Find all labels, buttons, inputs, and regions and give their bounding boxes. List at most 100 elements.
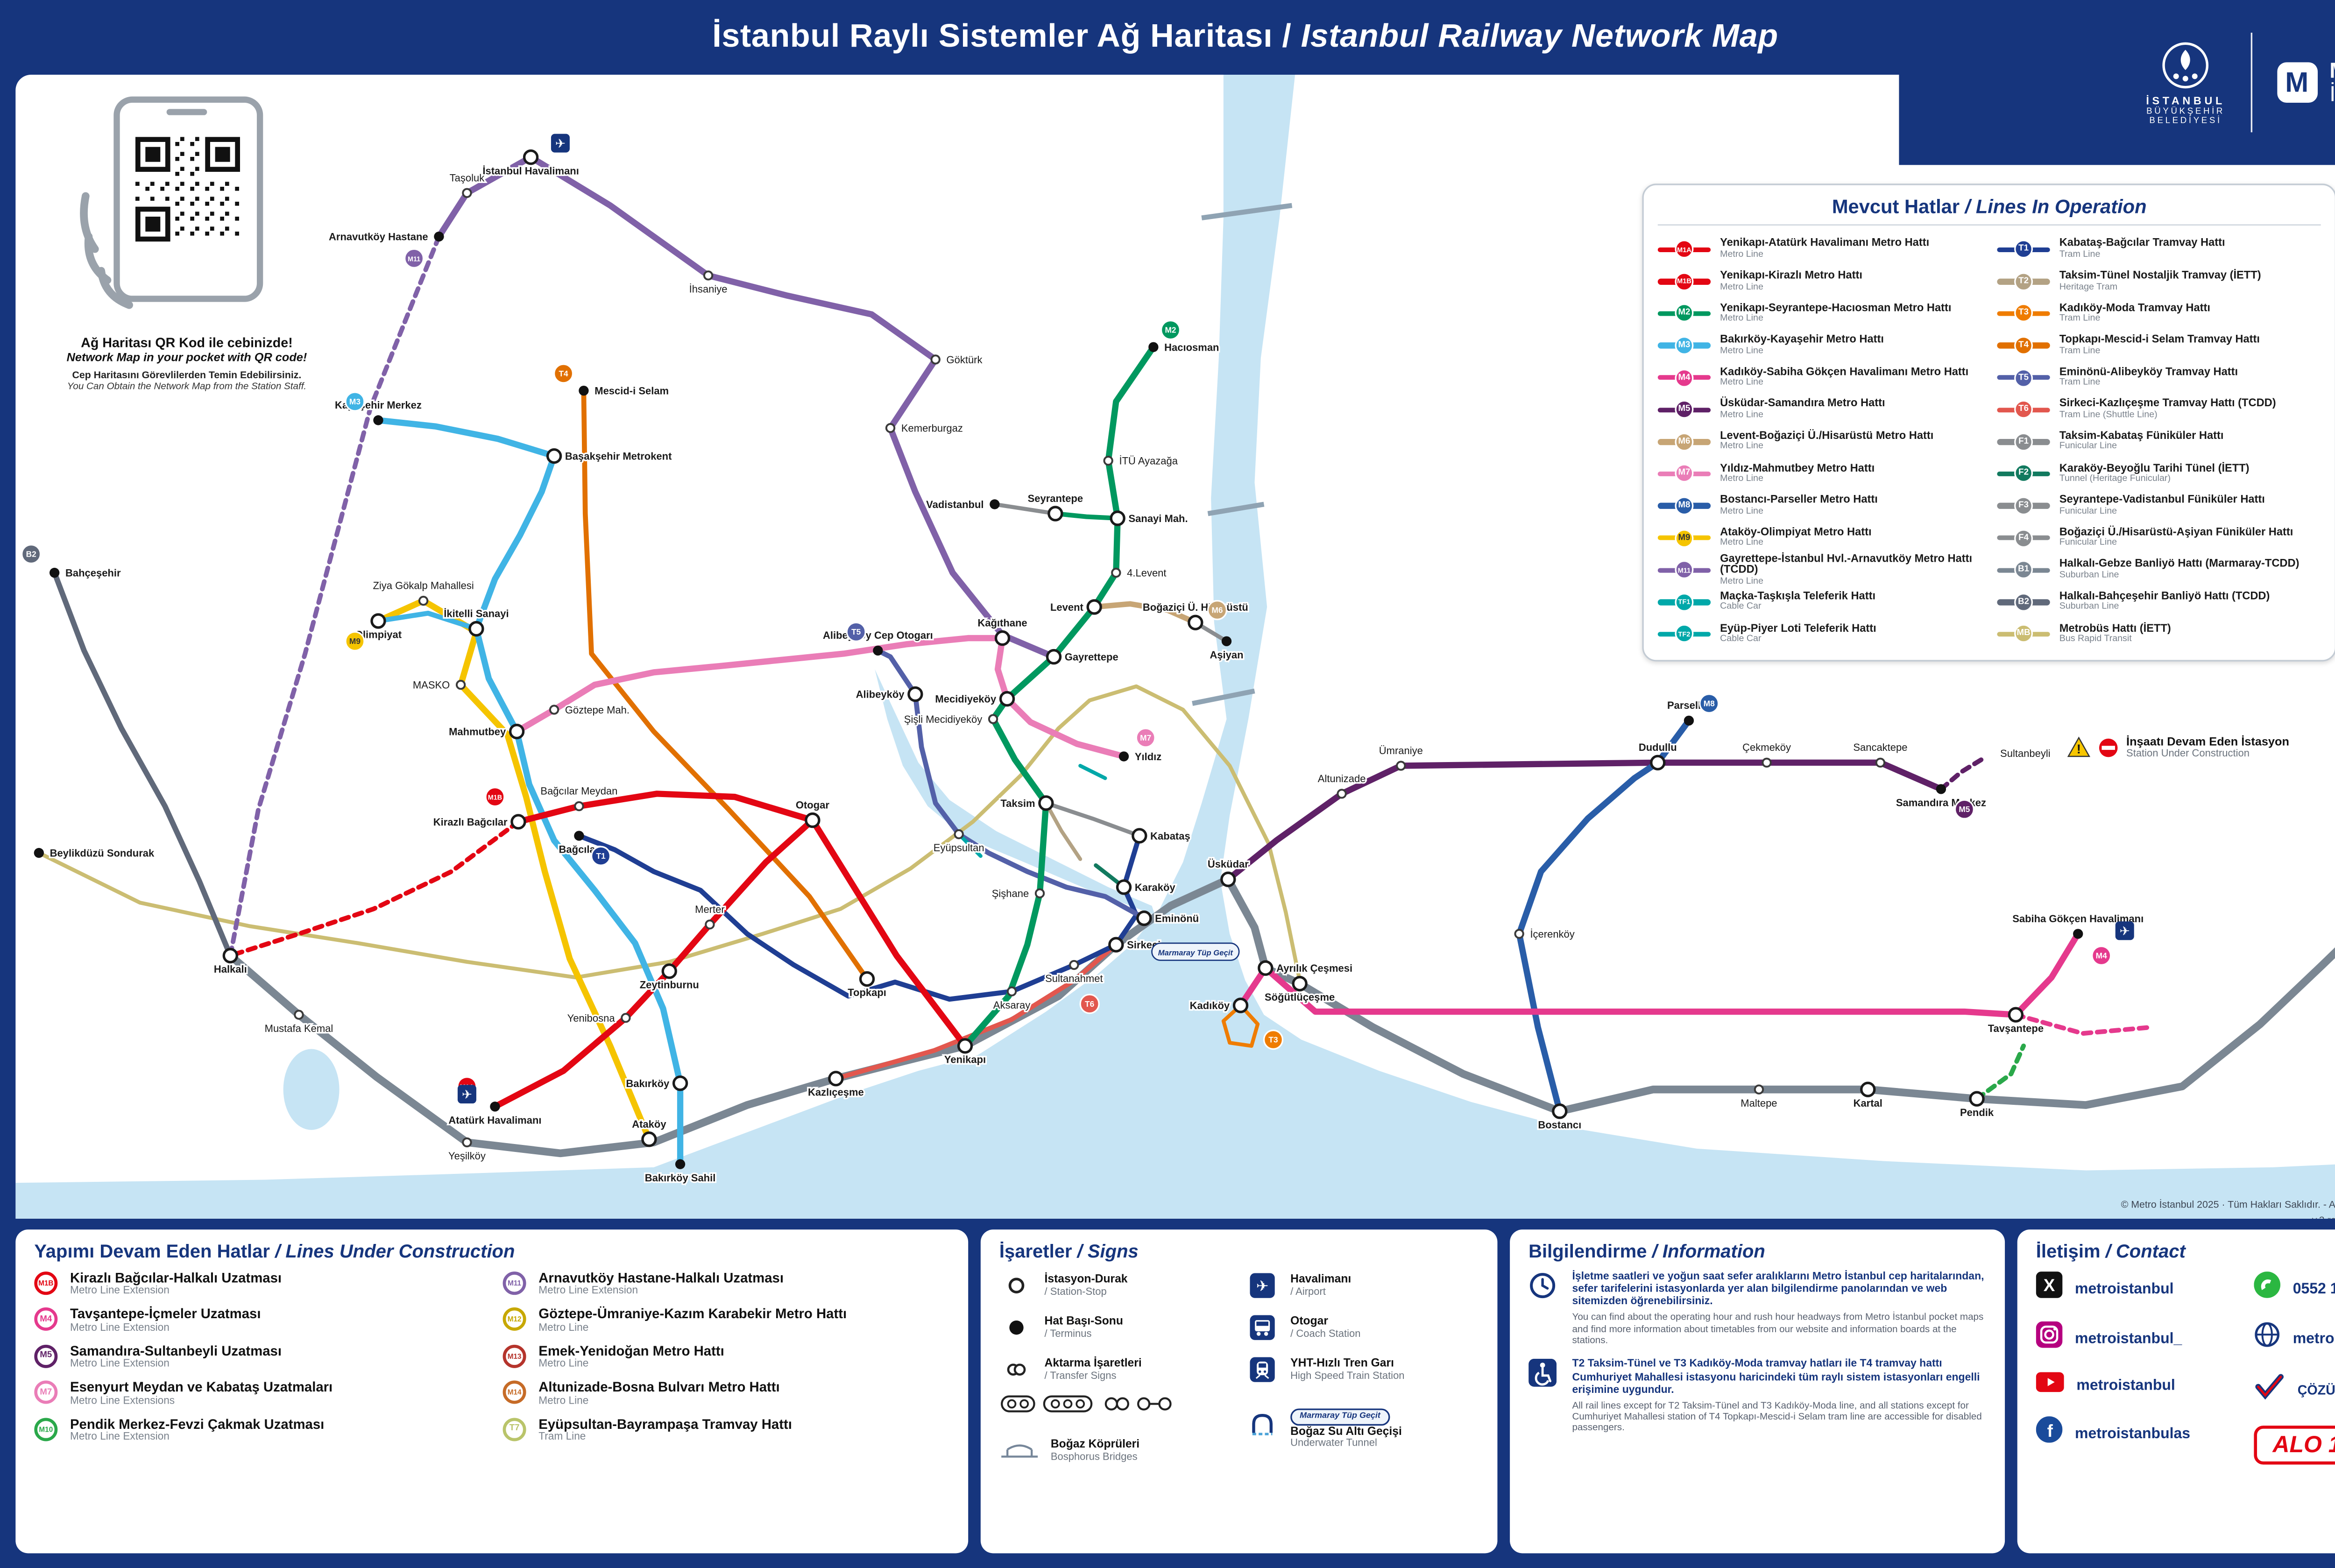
line-swatch: F3 [1997,496,2050,516]
line-badge: M1A [1675,240,1694,259]
station-terminus [2073,929,2083,939]
line-M7 [513,635,1127,760]
station-stop [1103,455,1113,466]
line-name-en: Metro Line Extension [70,1359,170,1370]
sign-label: İstasyon-Durak/ Station-Stop [1045,1273,1128,1298]
station-stop [574,801,584,812]
line-T6 [833,942,1118,1081]
line-name-tr: Gayrettepe-İstanbul Hvl.-Arnavutköy Metr… [1720,551,1973,576]
sign-label-en: / Transfer Signs [1044,1370,1117,1382]
line-name-tr: Üsküdar-Samandıra Metro Hattı [1720,397,1885,410]
line-swatch: M3 [1657,336,1711,355]
qr-phone-icon [80,96,263,309]
line-TF1 [1078,763,1107,780]
line-name: Kadıköy-Sabiha Gökçen Havalimanı Metro H… [1720,366,1968,388]
station-label: Dudullu [1639,742,1677,753]
line-badge-T1 [590,846,611,866]
line-badge-label: T1 [596,851,606,861]
station-label: Bakırköy [626,1078,670,1089]
station-label: Mustafa Kemal [265,1023,333,1034]
line-badge-M4 [2091,945,2112,966]
station-transfer [1650,755,1666,770]
station-label: Merter [695,904,725,915]
line-badge: T5 [2014,368,2033,387]
station-label: Çekmeköy [1742,742,1791,753]
line-F1 [1044,801,1142,838]
line-name-en: Suburban Line [2059,603,2119,613]
station-label: Bostancı [1538,1119,1581,1131]
station-label: Kadıköy [1190,1000,1230,1011]
panel-under-construction: Yapımı Devam Eden Hatlar / Lines Under C… [15,1229,969,1554]
line-name-tr: Boğaziçi Ü./Hisarüstü-Aşiyan Füniküler H… [2059,525,2293,538]
line-swatch: M6 [1657,432,1711,452]
line-badge-M8 [1699,693,1719,714]
station-label: Taşoluk [450,172,485,184]
line-name-en: Cable Car [1720,603,1762,613]
line-name-tr: Samandıra-Sultanbeyli Uzatması [70,1342,282,1359]
station-label: Sancaktepe [1853,742,1907,753]
line-badge-label: T3 [1268,1035,1278,1045]
line-badge-label: M9 [349,636,361,646]
panel-uc-title: Yapımı Devam Eden Hatlar / Lines Under C… [34,1240,515,1263]
contact-column-2: 0552 153 00 34metro.istanbulÇÖZÜMMERKEZİ… [2254,1271,2335,1465]
line-badge-label: M6 [1211,606,1223,615]
line-swatch: M5 [1657,400,1711,419]
station-transfer [2008,1007,2024,1023]
line-badge: M4 [34,1308,58,1332]
line-name-tr: Seyrantepe-Vadistanbul Füniküler Hattı [2059,494,2265,506]
line-badge: M12 [502,1308,526,1332]
svg-text:Marmaray Tüp Geçit: Marmaray Tüp Geçit [1158,948,1234,957]
sign-label-en: High Speed Train Station [1290,1370,1405,1382]
station-label: Altunizade [1318,773,1366,784]
station-terminus [574,831,584,841]
station-label: İhsaniye [689,283,728,295]
line-name-tr: Göztepe-Ümraniye-Kazım Karabekir Metro H… [538,1306,847,1322]
line-name: Halkalı-Bahçeşehir Banliyö Hattı (TCDD)S… [2059,591,2270,613]
station-terminus [1148,342,1159,352]
line-M9 [375,597,652,1143]
line-swatch: T1 [1997,240,2050,259]
bosphorus-bridge [1192,688,1255,706]
airport-icon [551,134,570,153]
line-name-tr: Eminönü-Alibeyköy Tramvay Hattı [2059,365,2238,378]
line-name-tr: Arnavutköy Hastane-Halkalı Uzatması [538,1270,784,1286]
line-name-tr: Metrobüs Hattı (İETT) [2059,622,2171,635]
line-TF2 [957,832,983,858]
line-name: Göztepe-Ümraniye-Kazım Karabekir Metro H… [538,1306,847,1334]
line-swatch: TF2 [1657,624,1711,643]
station-stop [621,1013,631,1023]
line-name-en: Metro Line [1720,507,1763,516]
station-label: İTÜ Ayazağa [1119,455,1178,467]
lake [283,1049,340,1130]
line-name-tr: Karaköy-Beyoğlu Tarihi Tünel (İETT) [2059,461,2250,474]
line-name-en: Metro Line Extension [70,1285,170,1297]
ibb-text-3: BELEDİYESİ [2149,116,2222,126]
sign-station: İstasyon-Durak/ Station-Stop [999,1271,1233,1300]
line-name-en: Metro Line [1720,539,1763,549]
sign-label-en: / Terminus [1044,1328,1092,1340]
line-name-en: Metro Line [1720,410,1763,420]
station-stop [885,423,896,433]
station-label: Söğütlüçeşme [1265,991,1335,1003]
station-label: Yıldız [1135,751,1161,763]
line-M10x [1974,1043,2026,1102]
station-label: Ziya Gökalp Mahallesi [373,580,474,592]
